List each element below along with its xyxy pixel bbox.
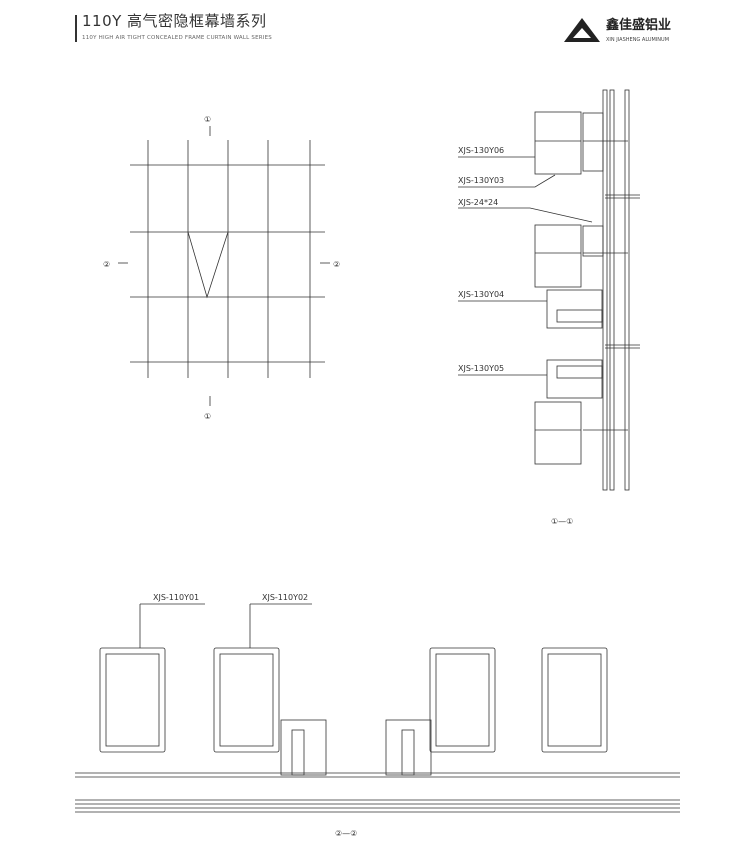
logo-text: 鑫佳盛铝业 (606, 18, 672, 33)
section-marker-1-top: ① (204, 115, 211, 124)
section-1-1-drawing (458, 89, 640, 491)
section-caption-2-2: ②—② (335, 829, 357, 838)
section-marker-1-bottom: ① (204, 412, 211, 421)
profile-label: XJS-130Y06 (458, 146, 504, 155)
profile-label: XJS-130Y03 (458, 176, 504, 185)
profile-label: XJS-24*24 (458, 198, 498, 207)
profile-label: XJS-130Y05 (458, 364, 504, 373)
page-subtitle: 110Y HIGH AIR TIGHT CONCEALED FRAME CURT… (82, 35, 272, 41)
header-accent-bar (75, 15, 77, 42)
section-marker-2-left: ② (103, 260, 110, 269)
section-marker-2-right: ② (333, 260, 340, 269)
section-caption-1-1: ①—① (551, 517, 573, 526)
page-title: 110Y 高气密隐框幕墙系列 (82, 12, 267, 30)
logo-subtext: XIN JIASHENG ALUMINUM (606, 37, 670, 43)
elevation-grid (118, 126, 330, 406)
profile-label: XJS-110Y02 (262, 593, 308, 602)
profile-label: XJS-130Y04 (458, 290, 504, 299)
profile-label: XJS-110Y01 (153, 593, 199, 602)
section-2-2-drawing (75, 603, 680, 813)
